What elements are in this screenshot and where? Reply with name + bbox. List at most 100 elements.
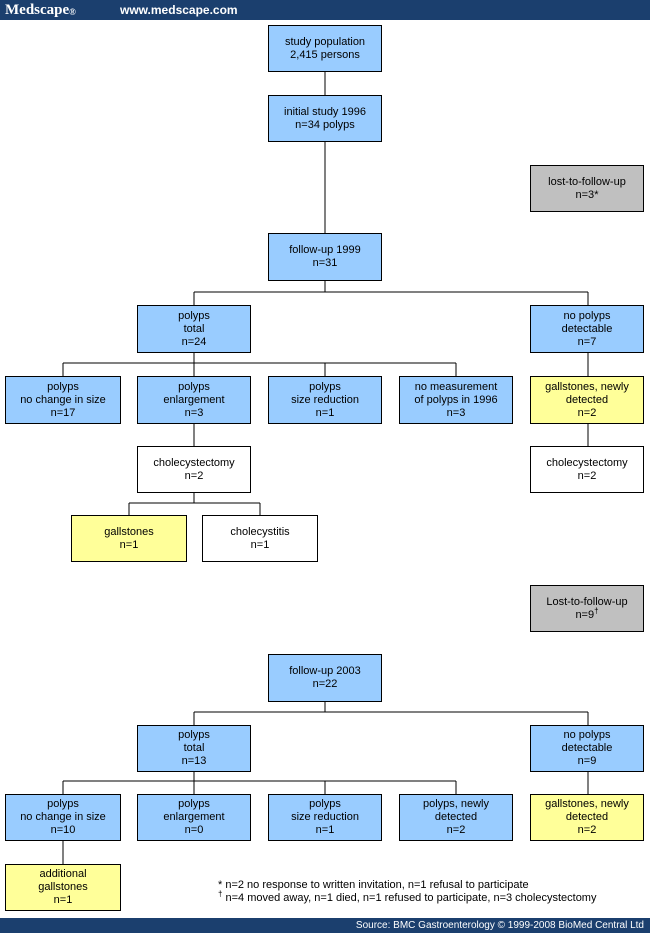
box-line: polyps	[178, 798, 210, 810]
box-line: lost-to-follow-up	[548, 175, 626, 188]
box-line: no change in size	[20, 811, 106, 823]
footnote-2: † n=4 moved away, n=1 died, n=1 refused …	[218, 889, 597, 905]
polyps-total-1999-box: polyps total n=24	[137, 305, 251, 353]
box-line: follow-up 1999	[289, 244, 361, 256]
size-reduction-1999-box: polyps size reduction n=1	[268, 376, 382, 424]
gallstones-newly-detected-2003-box: gallstones, newly detected n=2	[530, 794, 644, 841]
header-bar: Medscape® www.medscape.com	[0, 0, 650, 20]
footnote-mark: *	[218, 879, 223, 891]
box-line: no polyps	[563, 729, 611, 741]
footnote-mark: †	[594, 605, 599, 615]
box-line: polyps	[47, 380, 79, 393]
box-line: n=31	[312, 257, 338, 269]
box-line: polyps	[178, 729, 210, 741]
box-line: size reduction	[291, 811, 359, 823]
box-line: detectable	[561, 742, 613, 754]
box-line: n=3	[184, 406, 204, 419]
cholecystectomy-gallstones-box: cholecystectomy n=2	[530, 446, 644, 493]
box-line: gallstones	[38, 881, 88, 893]
box-line: detectable	[561, 322, 613, 335]
enlargement-2003-box: polyps enlargement n=0	[137, 794, 251, 841]
box-line: enlargement	[163, 811, 225, 823]
follow-up-1999-box: follow-up 1999 n=31	[268, 233, 382, 281]
box-line: n=3	[446, 406, 466, 419]
box-line: n=22	[312, 678, 338, 690]
polyps-newly-detected-2003-box: polyps, newly detected n=2	[399, 794, 513, 841]
gallstones-newly-detected-1999-box: gallstones, newly detected n=2	[530, 376, 644, 424]
box-line: n=34 polyps	[295, 118, 355, 131]
source-credit: Source: BMC Gastroenterology © 1999-2008…	[355, 920, 644, 931]
lost-to-follow-up-2003-box: Lost-to-follow-up n=9†	[530, 585, 644, 632]
box-line: no change in size	[20, 393, 106, 406]
box-line: study population	[284, 35, 366, 48]
box-line: detected	[434, 811, 478, 823]
box-line: gallstones	[104, 525, 154, 538]
box-line: gallstones, newly	[545, 380, 629, 393]
box-line: n=13	[181, 755, 207, 767]
box-line: n=1	[250, 538, 270, 551]
no-polyps-2003-box: no polyps detectable n=9	[530, 725, 644, 772]
box-line: n=2	[577, 406, 597, 419]
box-line: of polyps in 1996	[414, 393, 498, 406]
box-line: no polyps	[563, 309, 611, 322]
no-measurement-1999-box: no measurement of polyps in 1996 n=3	[399, 376, 513, 424]
box-line: cholecystectomy	[546, 456, 628, 469]
size-reduction-2003-box: polyps size reduction n=1	[268, 794, 382, 841]
box-line: n=1	[119, 538, 139, 551]
footnote-1: * n=2 no response to written invitation,…	[218, 879, 596, 892]
footnote-mark: †	[218, 889, 223, 899]
footer-bar: Source: BMC Gastroenterology © 1999-2008…	[0, 918, 650, 933]
box-line: additional	[39, 868, 87, 880]
box-line: n=9†	[575, 605, 599, 622]
initial-study-box: initial study 1996 n=34 polyps	[268, 95, 382, 142]
box-line: n=7	[577, 335, 597, 348]
box-line: n=9	[577, 755, 597, 767]
lost-to-follow-up-1999-box: lost-to-follow-up n=3*	[530, 165, 644, 212]
box-line: total	[183, 322, 205, 335]
box-line: n=3*	[576, 189, 599, 202]
brand-name: Medscape	[5, 2, 70, 18]
medscape-logo[interactable]: Medscape®	[5, 0, 76, 20]
footnote-mark: *	[594, 188, 599, 201]
gallstones-1999-box: gallstones n=1	[71, 515, 187, 562]
box-line: polyps	[309, 798, 341, 810]
no-polyps-1999-box: no polyps detectable n=7	[530, 305, 644, 353]
no-change-1999-box: polyps no change in size n=17	[5, 376, 121, 424]
box-line: polyps	[47, 798, 79, 810]
box-line: n=2	[446, 824, 466, 836]
box-line: enlargement	[163, 393, 225, 406]
registered-mark: ®	[69, 7, 76, 17]
count-text: n=9	[575, 608, 595, 621]
box-line: polyps	[178, 309, 210, 322]
box-line: cholecystitis	[230, 525, 290, 538]
follow-up-2003-box: follow-up 2003 n=22	[268, 654, 382, 702]
box-line: n=2	[577, 469, 597, 482]
enlargement-1999-box: polyps enlargement n=3	[137, 376, 251, 424]
box-line: n=1	[315, 406, 335, 419]
box-line: n=2	[184, 469, 204, 482]
box-line: 2,415 persons	[290, 48, 360, 61]
box-line: n=10	[50, 824, 76, 836]
box-line: gallstones, newly	[545, 798, 629, 810]
additional-gallstones-box: additional gallstones n=1	[5, 864, 121, 911]
footnotes: * n=2 no response to written invitation,…	[218, 879, 596, 905]
box-line: n=0	[184, 824, 204, 836]
box-line: follow-up 2003	[289, 665, 361, 677]
cholecystectomy-enlargement-box: cholecystectomy n=2	[137, 446, 251, 493]
box-line: Lost-to-follow-up	[546, 595, 628, 608]
footnote-text: n=2 no response to written invitation, n…	[222, 879, 529, 891]
box-line: total	[183, 742, 205, 754]
box-line: polyps	[178, 380, 210, 393]
box-line: cholecystectomy	[153, 456, 235, 469]
box-line: n=1	[315, 824, 335, 836]
box-line: detected	[565, 393, 609, 406]
site-url-link[interactable]: www.medscape.com	[120, 3, 238, 17]
box-line: n=17	[50, 406, 76, 419]
box-line: no measurement	[414, 380, 498, 393]
box-line: n=2	[577, 824, 597, 836]
box-line: polyps	[309, 380, 341, 393]
box-line: n=24	[181, 335, 207, 348]
footnote-text: n=4 moved away, n=1 died, n=1 refused to…	[222, 892, 597, 904]
box-line: detected	[565, 811, 609, 823]
